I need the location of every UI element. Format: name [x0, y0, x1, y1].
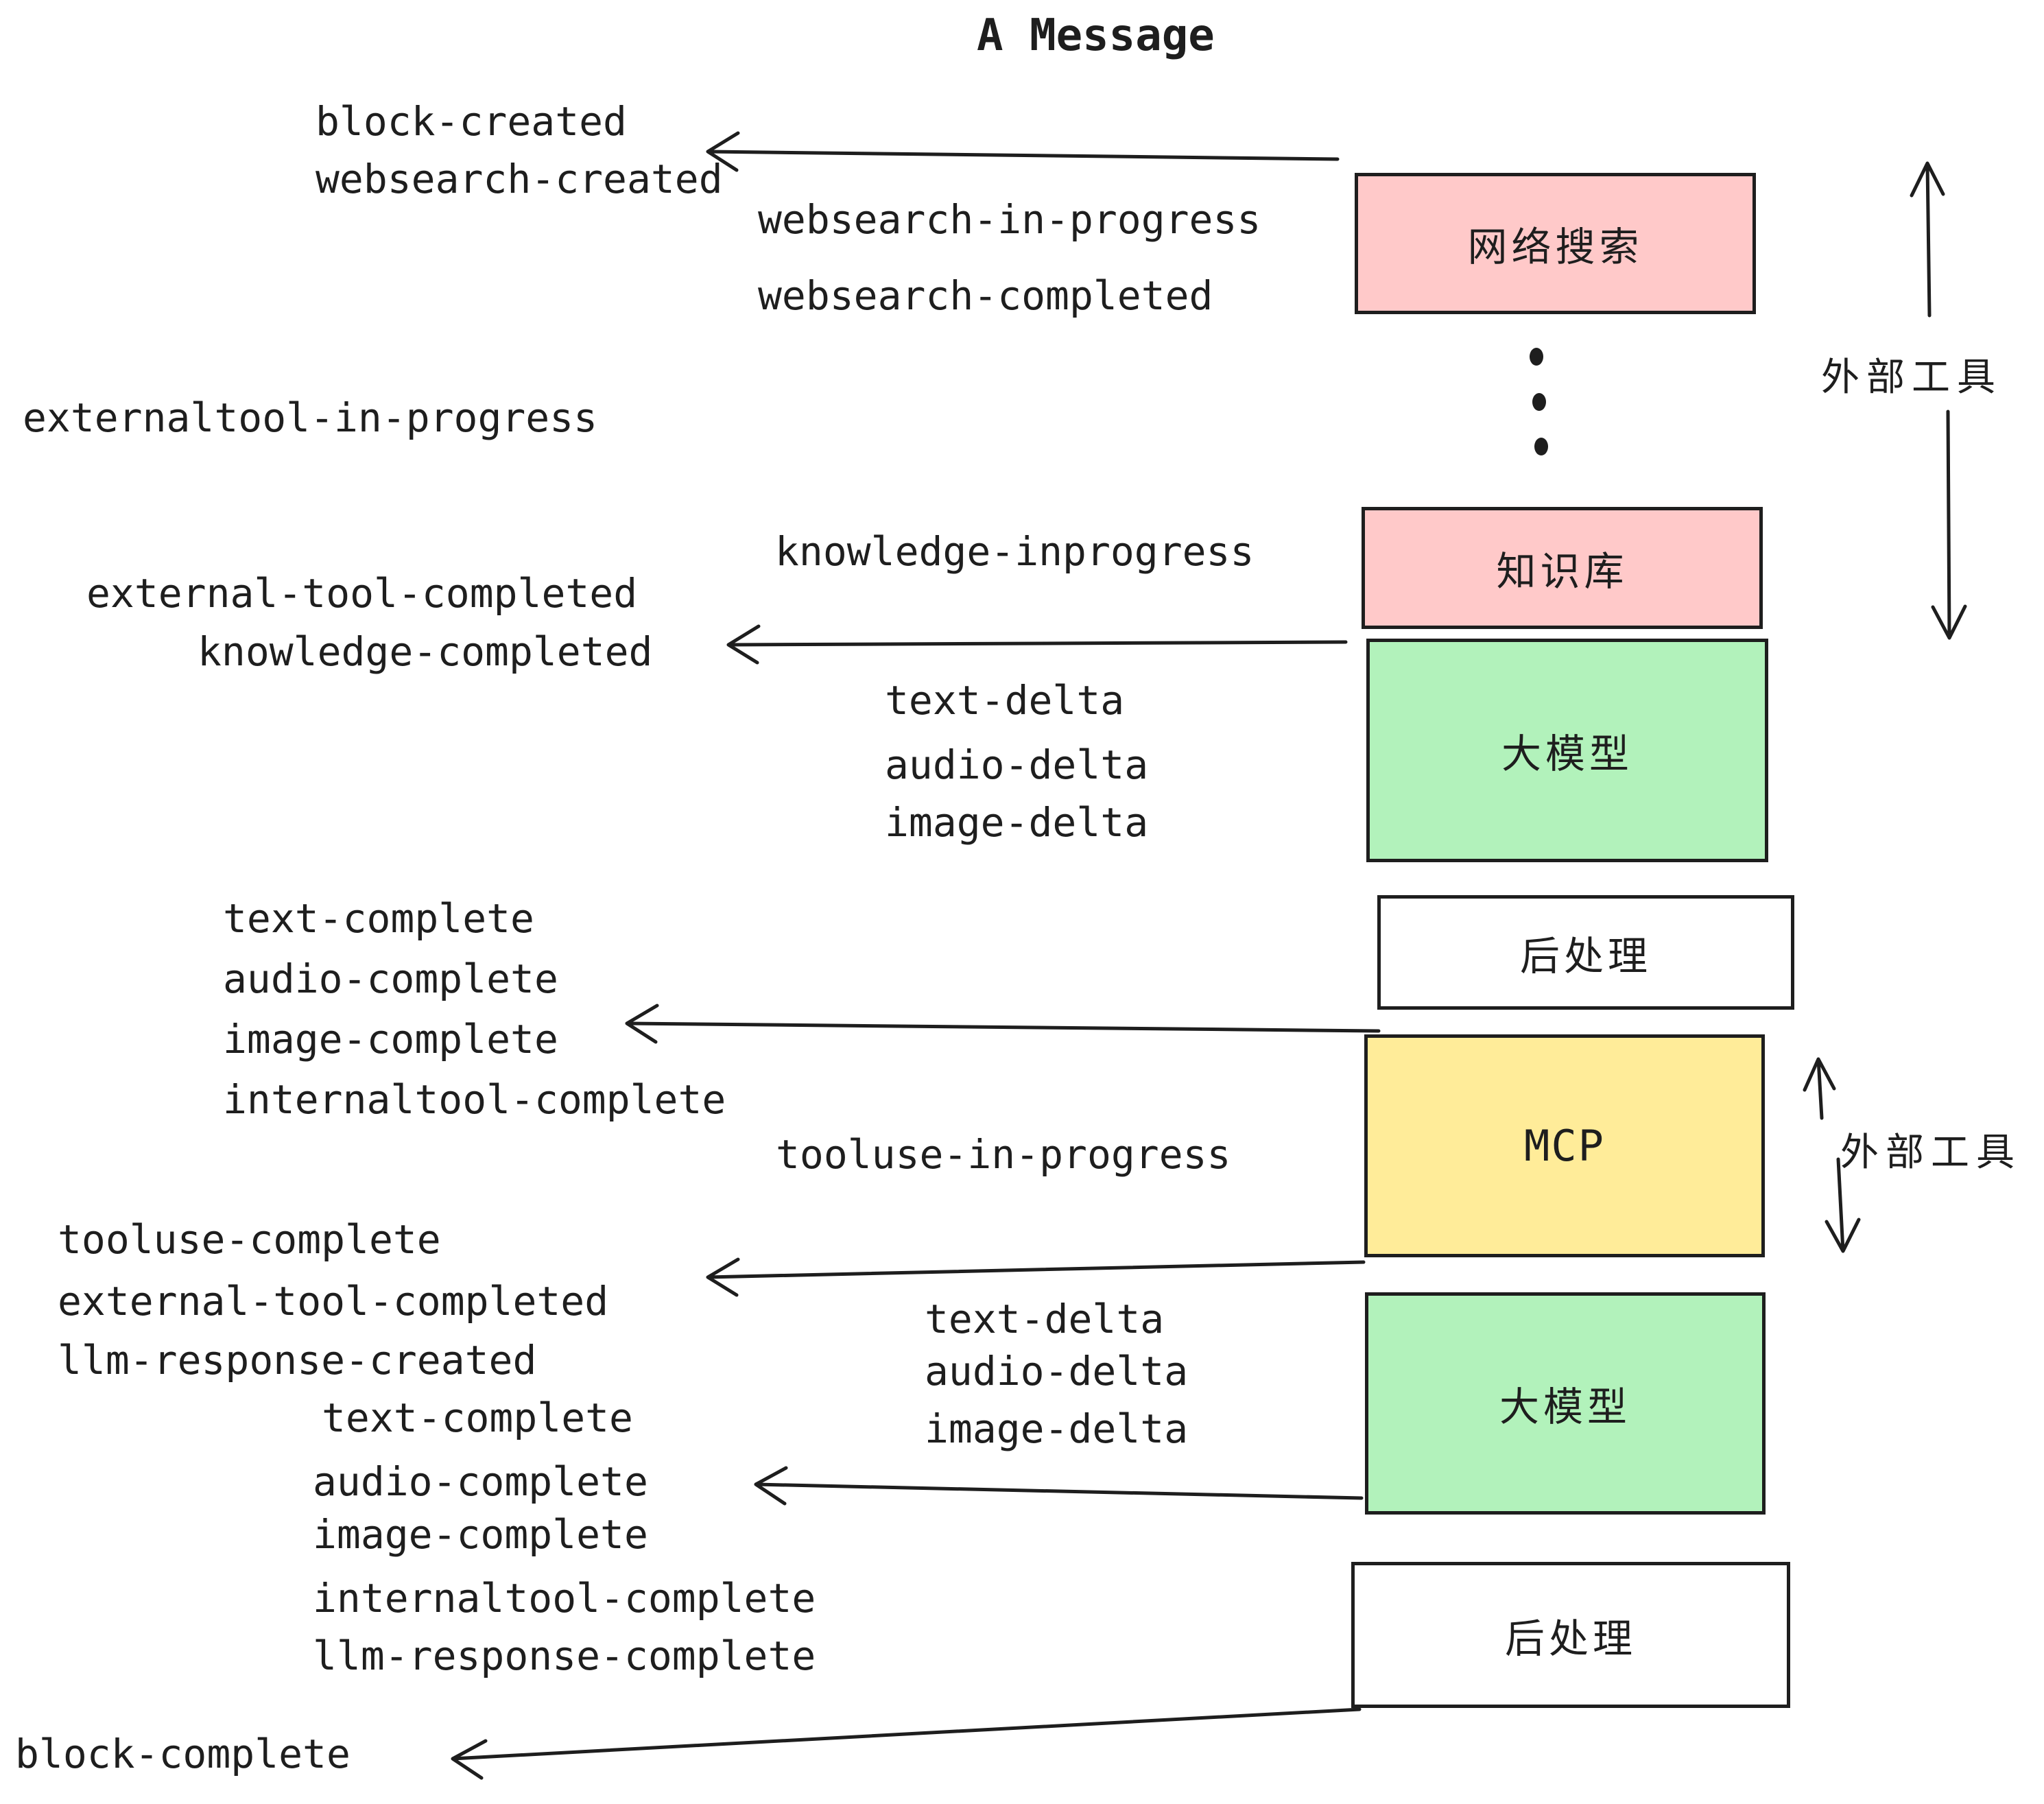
arrow-external-tools-2-up — [1803, 1057, 1836, 1120]
arrow-postprocess1-to-complete — [625, 1004, 1381, 1044]
box-websearch: 网络搜索 — [1355, 173, 1756, 314]
event-image-delta-2: image-delta — [925, 1405, 1189, 1452]
box-postprocess-2: 后处理 — [1351, 1562, 1790, 1708]
box-llm-2: 大模型 — [1365, 1292, 1766, 1515]
event-llm-response-complete: llm-response-complete — [313, 1633, 816, 1679]
event-external-tool-completed: external-tool-completed — [86, 570, 638, 617]
arrow-knowledge-to-completed — [726, 624, 1348, 665]
event-external-tool-completed-2: external-tool-completed — [58, 1278, 609, 1325]
box-llm-2-label: 大模型 — [1499, 1385, 1631, 1429]
box-postprocess-1-label: 后处理 — [1519, 934, 1652, 979]
event-audio-complete-1: audio-complete — [223, 956, 558, 1002]
event-block-created: block-created — [316, 98, 627, 145]
event-block-complete: block-complete — [15, 1731, 350, 1777]
event-image-delta-1: image-delta — [885, 799, 1149, 846]
box-llm-1: 大模型 — [1366, 639, 1768, 862]
event-audio-complete-2: audio-complete — [313, 1458, 648, 1505]
side-label-external-tools-2: 外部工具 — [1840, 1130, 2021, 1174]
event-text-complete-1: text-complete — [223, 895, 534, 942]
event-knowledge-inprogress: knowledge-inprogress — [775, 528, 1255, 575]
arrow-llm2-to-complete — [754, 1466, 1364, 1506]
diagram-title: A Message — [977, 10, 1215, 61]
event-llm-response-created: llm-response-created — [58, 1337, 537, 1384]
event-internaltool-complete-2: internaltool-complete — [313, 1575, 816, 1622]
box-mcp: MCP — [1364, 1034, 1765, 1257]
arrow-postprocess2-to-block-complete — [451, 1707, 1362, 1780]
side-label-external-tools-1: 外部工具 — [1821, 355, 2002, 399]
event-audio-delta-1: audio-delta — [885, 741, 1149, 788]
event-tooluse-in-progress: tooluse-in-progress — [776, 1131, 1231, 1178]
event-tooluse-complete: tooluse-complete — [58, 1216, 441, 1263]
box-websearch-label: 网络搜索 — [1467, 225, 1643, 270]
arrow-websearch-to-created — [706, 131, 1340, 172]
arrow-mcp-to-tooluse-complete — [706, 1257, 1366, 1297]
event-image-complete-2: image-complete — [313, 1511, 648, 1558]
box-postprocess-1: 后处理 — [1377, 895, 1794, 1010]
event-websearch-created: websearch-created — [316, 156, 723, 202]
event-text-delta-1: text-delta — [885, 677, 1125, 724]
ellipsis-dots — [1530, 348, 1548, 455]
box-knowledge: 知识库 — [1362, 507, 1763, 629]
event-websearch-in-progress: websearch-in-progress — [758, 196, 1261, 243]
event-audio-delta-2: audio-delta — [925, 1348, 1189, 1394]
event-text-complete-2: text-complete — [322, 1394, 633, 1441]
event-internaltool-complete-1: internaltool-complete — [223, 1076, 726, 1123]
event-knowledge-completed: knowledge-completed — [198, 628, 653, 675]
event-externaltool-in-progress: externaltool-in-progress — [23, 394, 598, 441]
event-text-delta-2: text-delta — [925, 1296, 1165, 1342]
box-postprocess-2-label: 后处理 — [1504, 1616, 1637, 1661]
arrow-external-tools-1-down — [1931, 410, 1967, 640]
box-knowledge-label: 知识库 — [1496, 549, 1628, 594]
event-websearch-completed: websearch-completed — [758, 272, 1213, 319]
arrow-external-tools-1-up — [1910, 161, 1945, 318]
box-llm-1-label: 大模型 — [1501, 732, 1633, 776]
event-image-complete-1: image-complete — [223, 1016, 558, 1063]
box-mcp-label: MCP — [1524, 1121, 1605, 1171]
